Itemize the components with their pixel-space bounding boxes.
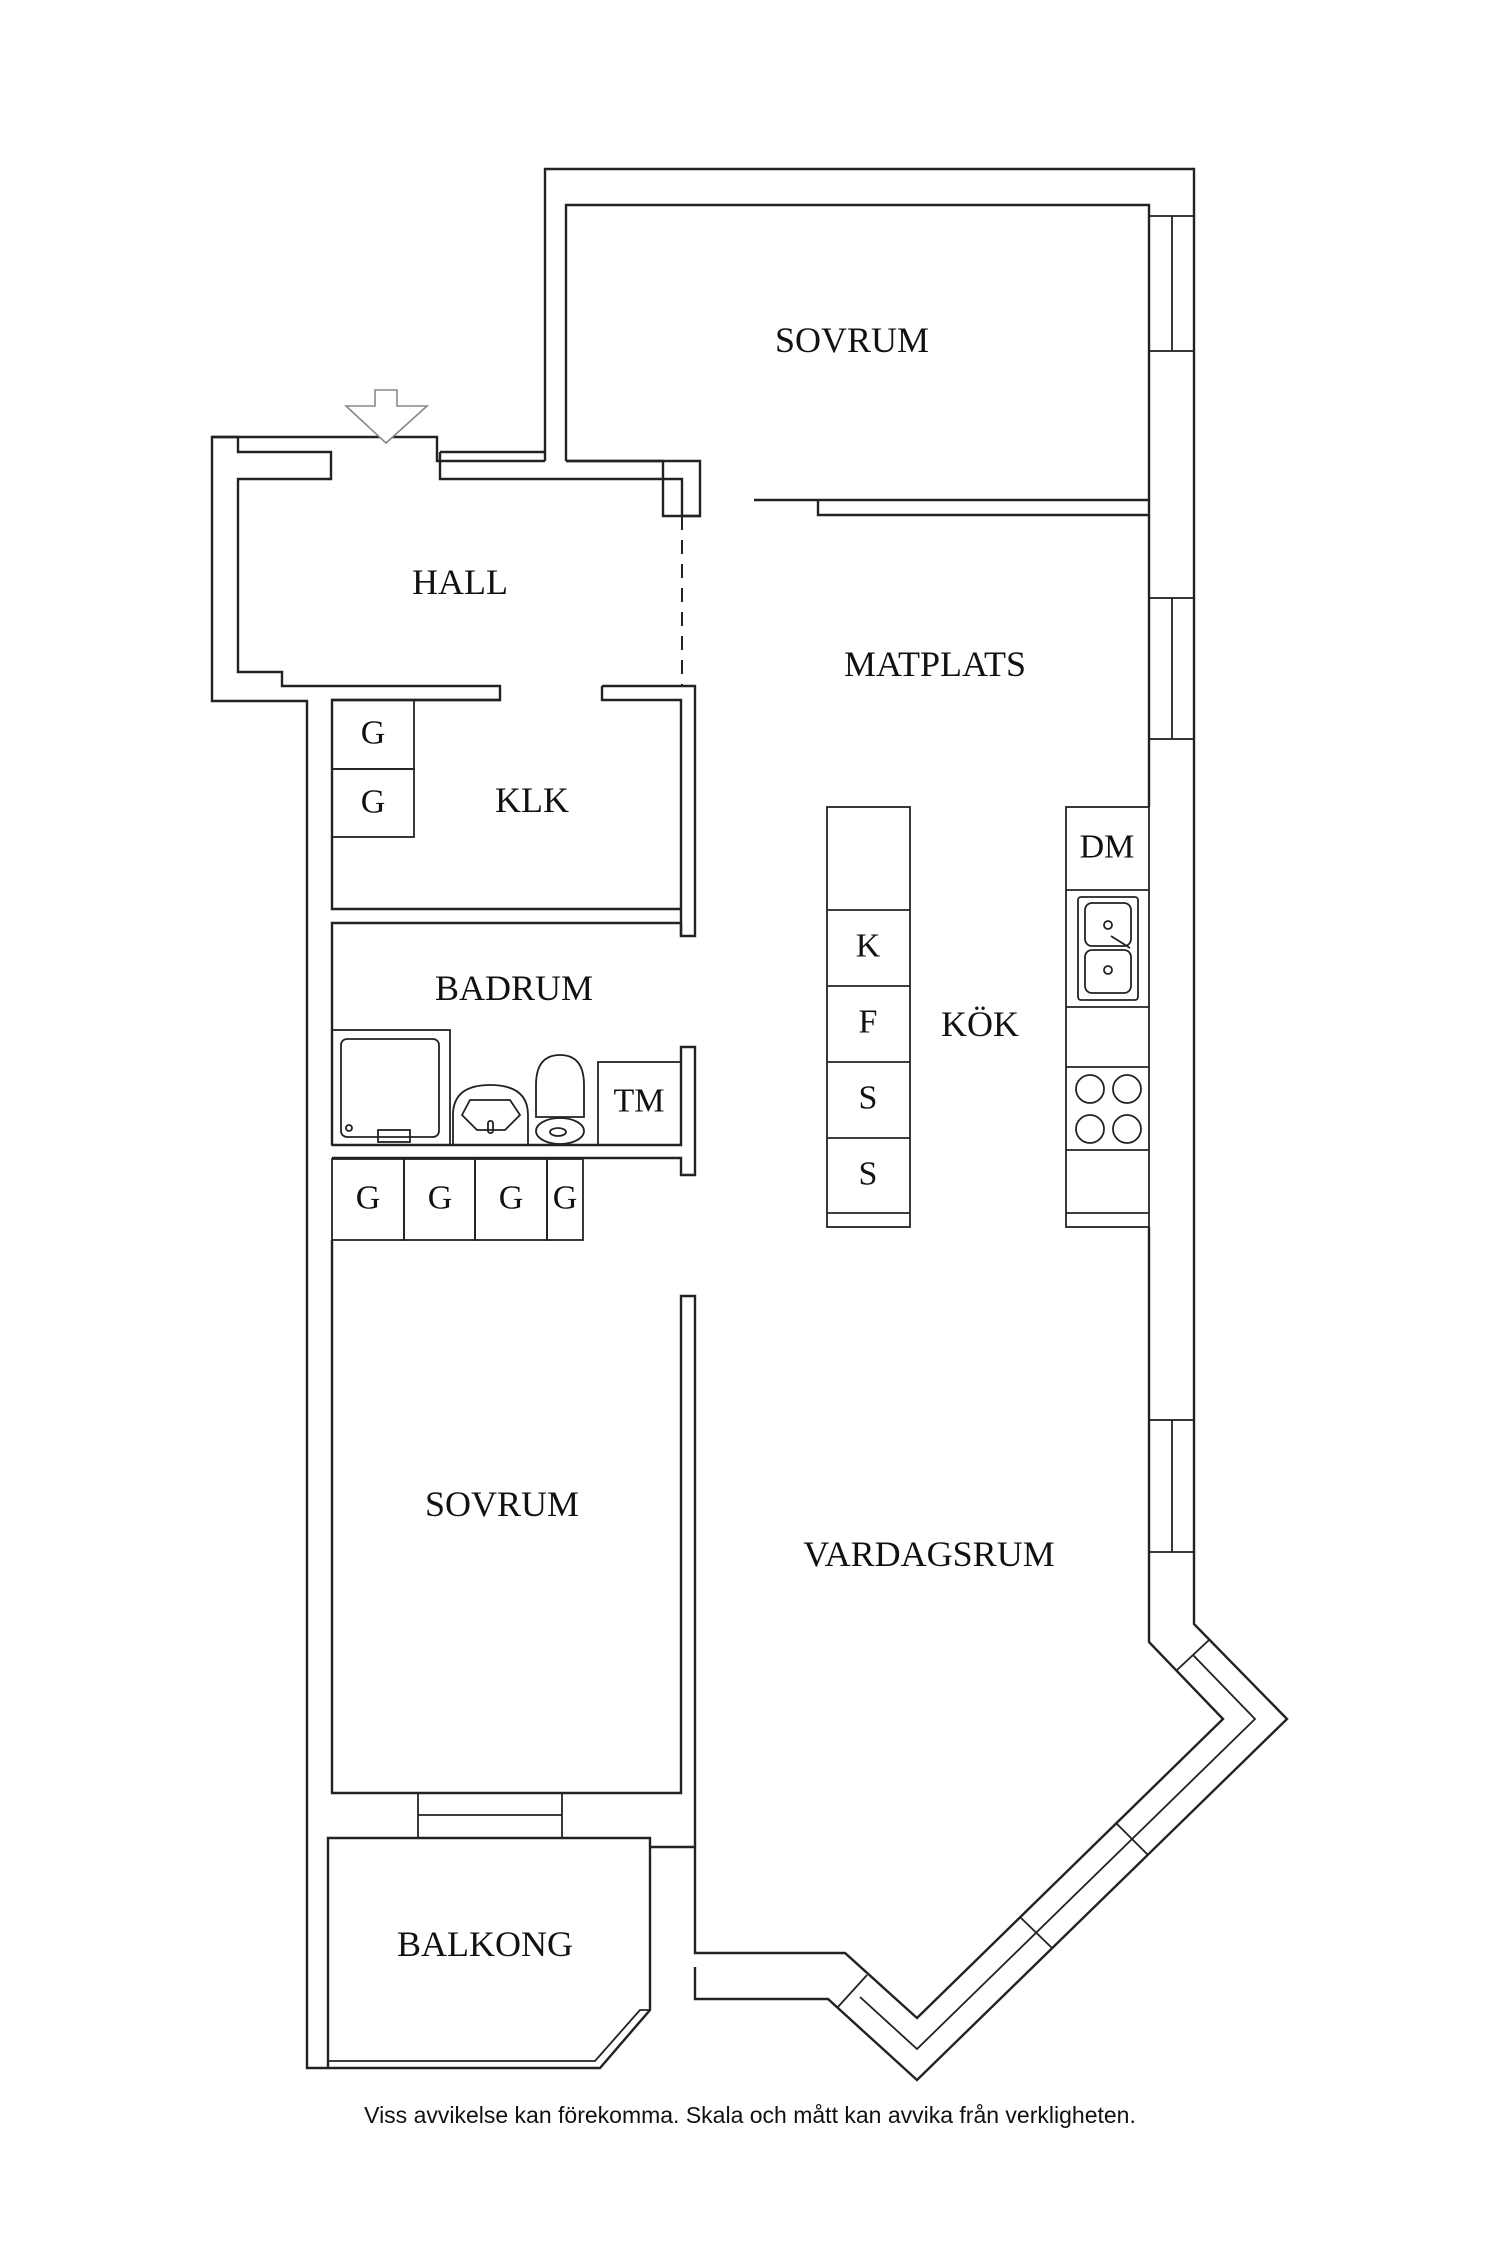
room-label-klk: KLK: [495, 780, 569, 820]
closet-label: G: [553, 1180, 578, 1217]
bay-window-frame: [1176, 1639, 1210, 1671]
balcony-railing: [328, 2009, 650, 2062]
klk-top-right: [600, 686, 683, 909]
closet-label: G: [361, 715, 386, 752]
entrance-arrow-icon: [343, 389, 430, 445]
sovrum-top-wall: [754, 498, 1151, 517]
room-label-badrum: BADRUM: [435, 968, 593, 1008]
window: [1148, 597, 1195, 740]
tm-label: TM: [614, 1083, 665, 1120]
room-label-matplats: MATPLATS: [844, 644, 1026, 684]
klk-closets: [331, 699, 415, 838]
room-label-sovrum-top: SOVRUM: [775, 320, 929, 360]
island-label-k: K: [856, 928, 881, 965]
sovrum-top-wall-left: [566, 459, 700, 518]
shower-icon: [331, 1029, 451, 1146]
disclaimer-text: Viss avvikelse kan förekomma. Skala och …: [364, 2102, 1136, 2128]
outer-wall-line: [543, 167, 1289, 2082]
closet-label: G: [356, 1180, 381, 1217]
window: [1148, 1419, 1195, 1553]
tm-box: [597, 1061, 682, 1146]
closet: [331, 768, 415, 838]
window: [1148, 215, 1195, 352]
double-sink-icon: [1077, 896, 1139, 1001]
room-label-kok: KÖK: [941, 1004, 1019, 1044]
kitchen-counter: [1065, 806, 1150, 1228]
island-label-s: S: [859, 1080, 878, 1117]
room-label-sovrum-bottom: SOVRUM: [425, 1484, 579, 1524]
hall-top-wall-left: [212, 435, 502, 702]
bay-window-mullion: [1116, 1823, 1149, 1856]
washbasin-icon: [452, 1084, 529, 1145]
closet-label: G: [428, 1180, 453, 1217]
inner-wall-line: [564, 203, 1151, 500]
closet-label: G: [499, 1180, 524, 1217]
dm-label: DM: [1080, 829, 1135, 866]
closet: [546, 1158, 584, 1241]
room-label-balkong: BALKONG: [397, 1924, 573, 1964]
inner-wall-line-3: [693, 1227, 1225, 2020]
bath-closets: [331, 1158, 584, 1241]
closet-label: G: [361, 784, 386, 821]
bay-window-frame: [836, 1974, 868, 2009]
toilet-icon: [535, 1054, 585, 1145]
hall-outer-wall: [210, 435, 652, 2070]
island-label-s: S: [859, 1156, 878, 1193]
island-label-f: F: [859, 1004, 878, 1041]
bay-window-mullion: [1019, 1916, 1053, 1949]
window: [417, 1792, 563, 1839]
kitchen-island: [826, 806, 911, 1228]
sovrum-bottom-wall: [330, 1240, 697, 1849]
room-label-vardagsrum: VARDAGSRUM: [803, 1534, 1054, 1574]
bay-window-line: [859, 1654, 1257, 2051]
stove-icon: [1075, 1074, 1142, 1144]
room-label-hall: HALL: [412, 562, 508, 602]
